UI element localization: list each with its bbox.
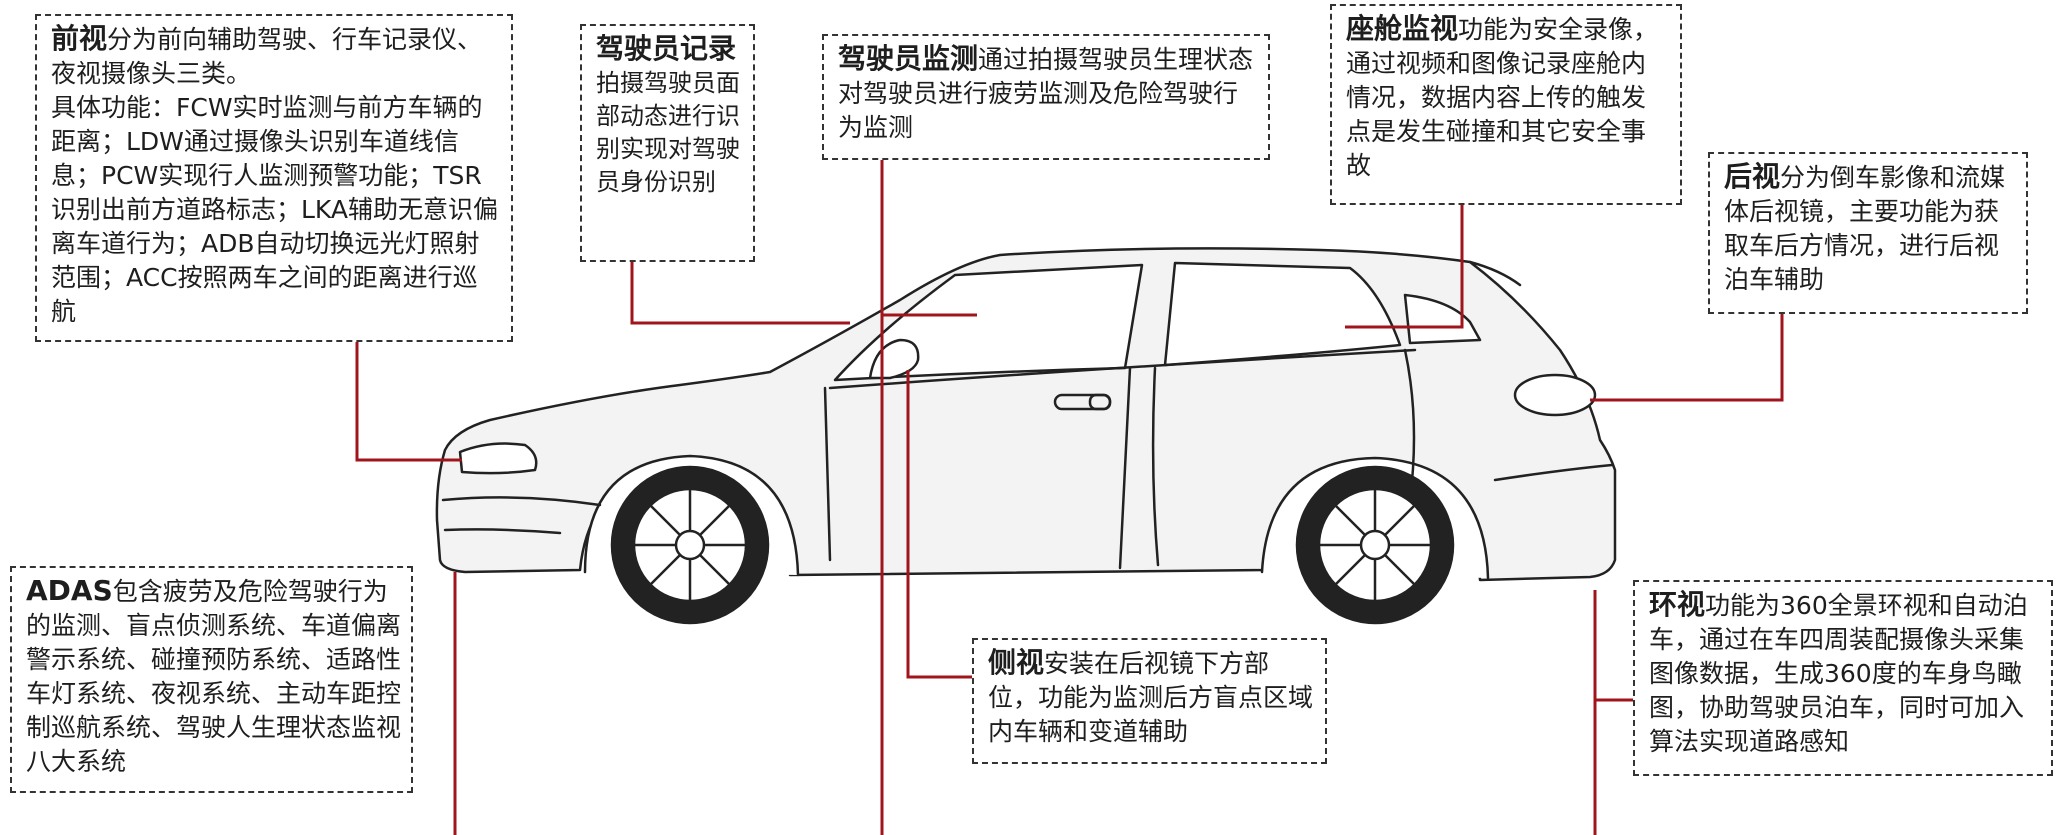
- front-door: [823, 366, 1132, 570]
- callout-title: 驾驶员记录: [596, 32, 737, 65]
- callout-body: 通过拍摄驾驶员生理状态对驾驶员进行疲劳监测及危险驾驶行为监测: [838, 45, 1254, 142]
- callout-body: 功能为360全景环视和自动泊车，通过在车四周装配摄像头采集图像数据，生成360度…: [1649, 591, 2028, 756]
- leader-front: [355, 342, 462, 462]
- leader-rear: [1590, 313, 1784, 402]
- callout-cabin-monitor: 座舱监视功能为安全录像，通过视频和图像记录座舱内情况，数据内容上传的触发点是发生…: [1330, 4, 1682, 205]
- quarter-window: [1403, 293, 1482, 345]
- callout-surround-view: 环视功能为360全景环视和自动泊车，通过在车四周装配摄像头采集图像数据，生成36…: [1633, 580, 2053, 776]
- callout-title: 驾驶员监测: [838, 42, 979, 75]
- callout-title: 侧视: [988, 646, 1045, 679]
- leader-driver-monitor: [880, 160, 977, 835]
- callout-body: 拍摄驾驶员面部动态进行识别实现对驾驶员身份识别: [596, 69, 740, 196]
- headlight: [458, 442, 538, 475]
- callout-driver-record: 驾驶员记录拍摄驾驶员面部动态进行识别实现对驾驶员身份识别: [580, 24, 755, 262]
- callout-front-view: 前视分为前向辅助驾驶、行车记录仪、夜视摄像头三类。 具体功能：FCW实时监测与前…: [35, 14, 513, 342]
- callout-adas: ADAS包含疲劳及危险驾驶行为的监测、盲点侦测系统、车道偏离警示系统、碰撞预防系…: [10, 566, 413, 793]
- callout-body: 包含疲劳及危险驾驶行为的监测、盲点侦测系统、车道偏离警示系统、碰撞预防系统、适路…: [26, 577, 402, 776]
- rear-wheel: [1295, 465, 1455, 625]
- callout-body: 功能为安全录像，通过视频和图像记录座舱内情况，数据内容上传的触发点是发生碰撞和其…: [1346, 15, 1659, 180]
- callout-driver-monitor: 驾驶员监测通过拍摄驾驶员生理状态对驾驶员进行疲劳监测及危险驾驶行为监测: [822, 34, 1270, 160]
- callout-side-view: 侧视安装在后视镜下方部位，功能为监测后方盲点区域内车辆和变道辅助: [972, 638, 1327, 764]
- callout-body: 安装在后视镜下方部位，功能为监测后方盲点区域内车辆和变道辅助: [988, 649, 1314, 746]
- callout-body: 分为前向辅助驾驶、行车记录仪、夜视摄像头三类。: [51, 25, 483, 88]
- callout-title: 前视: [51, 22, 108, 55]
- callout-title: 环视: [1649, 588, 1706, 621]
- leader-cabin: [1345, 205, 1464, 329]
- callout-body: 分为倒车影像和流媒体后视镜，主要功能为获取车后方情况，进行后视泊车辅助: [1724, 163, 2006, 294]
- callout-title: 座舱监视: [1346, 12, 1459, 45]
- leader-lines: [355, 160, 1784, 835]
- leader-side: [906, 370, 972, 679]
- callout-detail: 具体功能：FCW实时监测与前方车辆的距离；LDW通过摄像头识别车道线信息；PCW…: [51, 93, 498, 326]
- callout-title: ADAS: [26, 574, 113, 607]
- callout-rear-view: 后视分为倒车影像和流媒体后视镜，主要功能为获取车后方情况，进行后视泊车辅助: [1708, 152, 2028, 314]
- callout-title: 后视: [1724, 160, 1781, 193]
- leader-surround: [1593, 590, 1633, 835]
- leader-driver-record: [630, 262, 850, 325]
- taillight: [1513, 373, 1597, 417]
- front-wheel: [610, 465, 770, 625]
